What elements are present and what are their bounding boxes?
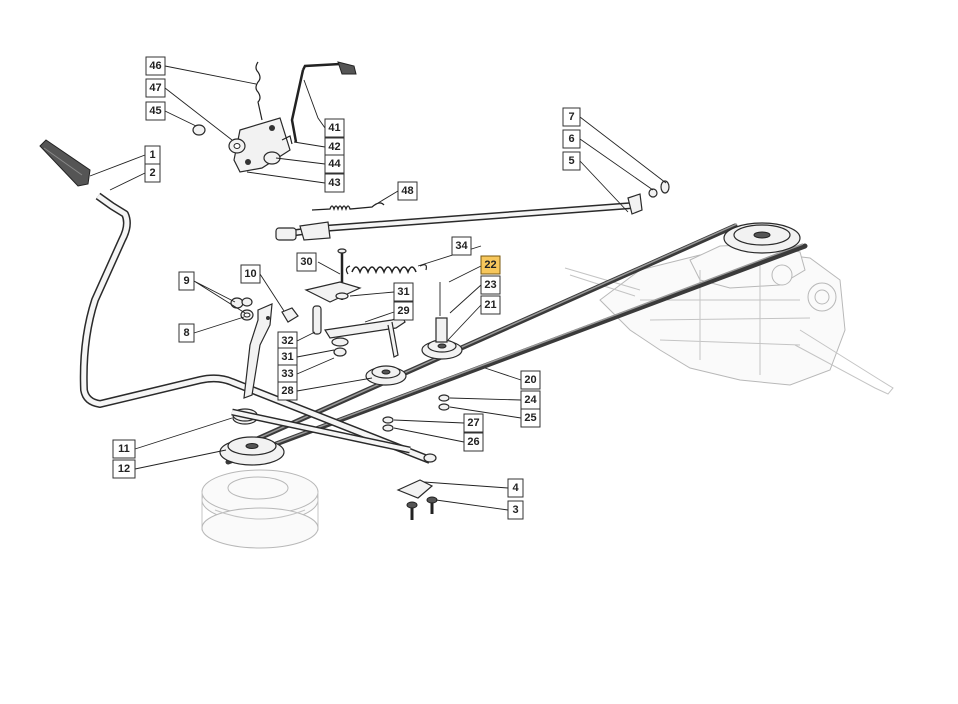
svg-text:43: 43 xyxy=(328,177,340,189)
svg-text:27: 27 xyxy=(467,417,479,429)
callout-48[interactable]: 48 xyxy=(397,181,418,201)
callout-6[interactable]: 6 xyxy=(562,129,581,149)
callout-24[interactable]: 24 xyxy=(520,390,541,410)
svg-text:25: 25 xyxy=(524,412,536,424)
svg-text:7: 7 xyxy=(568,111,574,123)
callout-46[interactable]: 46 xyxy=(145,56,166,76)
callout-2[interactable]: 2 xyxy=(144,163,161,183)
svg-text:30: 30 xyxy=(300,256,312,268)
callout-43[interactable]: 43 xyxy=(324,173,345,193)
svg-text:23: 23 xyxy=(484,279,496,291)
leader-lines xyxy=(89,65,667,511)
idler-bracket xyxy=(324,315,406,358)
svg-text:10: 10 xyxy=(244,268,256,280)
callout-3[interactable]: 3 xyxy=(507,500,524,520)
callout-12[interactable]: 12 xyxy=(112,459,136,479)
callout-7[interactable]: 7 xyxy=(562,107,581,127)
spring-34 xyxy=(345,264,427,275)
callout-34[interactable]: 34 xyxy=(451,236,472,256)
callout-22[interactable]: 22 xyxy=(480,255,501,275)
svg-text:31: 31 xyxy=(281,351,293,363)
link-rod xyxy=(275,180,670,241)
svg-text:2: 2 xyxy=(149,167,155,179)
callout-27[interactable]: 27 xyxy=(463,413,484,433)
svg-text:29: 29 xyxy=(397,305,409,317)
callout-31-lower[interactable]: 31 xyxy=(277,347,298,367)
svg-text:28: 28 xyxy=(281,385,293,397)
callout-30[interactable]: 30 xyxy=(296,252,317,272)
callout-10[interactable]: 10 xyxy=(240,264,261,284)
callout-11[interactable]: 11 xyxy=(112,439,136,459)
svg-text:47: 47 xyxy=(149,82,161,94)
callout-42[interactable]: 42 xyxy=(324,137,345,157)
callout-1[interactable]: 1 xyxy=(144,145,161,165)
brake-pedal xyxy=(39,139,91,187)
callout-29[interactable]: 29 xyxy=(393,301,414,321)
idler-pulley-21 xyxy=(421,282,463,360)
svg-text:34: 34 xyxy=(455,240,468,252)
svg-text:1: 1 xyxy=(149,149,155,161)
callout-33[interactable]: 33 xyxy=(277,364,298,384)
svg-text:32: 32 xyxy=(281,335,293,347)
callout-44[interactable]: 44 xyxy=(324,154,345,174)
callout-21[interactable]: 21 xyxy=(480,295,501,315)
callout-23[interactable]: 23 xyxy=(480,275,501,295)
clutch-ghost xyxy=(201,469,319,549)
callout-45[interactable]: 45 xyxy=(145,101,166,121)
svg-text:20: 20 xyxy=(524,374,536,386)
bolt-30 xyxy=(304,248,362,303)
callout-25[interactable]: 25 xyxy=(520,408,541,428)
callout-4[interactable]: 4 xyxy=(507,478,524,498)
callout-32[interactable]: 32 xyxy=(277,331,298,351)
svg-text:11: 11 xyxy=(118,443,130,455)
callout-5[interactable]: 5 xyxy=(562,151,581,171)
svg-text:22: 22 xyxy=(484,259,496,271)
svg-text:6: 6 xyxy=(568,133,574,145)
svg-text:44: 44 xyxy=(328,158,341,170)
spring-48 xyxy=(311,202,385,212)
callout-20[interactable]: 20 xyxy=(520,370,541,390)
svg-text:9: 9 xyxy=(183,275,189,287)
lift-arm xyxy=(243,303,273,399)
svg-text:8: 8 xyxy=(183,327,189,339)
callout-28[interactable]: 28 xyxy=(277,381,298,401)
svg-text:48: 48 xyxy=(401,185,413,197)
callout-47[interactable]: 47 xyxy=(145,78,166,98)
svg-text:5: 5 xyxy=(568,155,574,167)
svg-text:4: 4 xyxy=(512,482,519,494)
svg-text:33: 33 xyxy=(281,368,293,380)
svg-text:12: 12 xyxy=(118,463,130,475)
svg-text:24: 24 xyxy=(524,394,537,406)
idler-pulley-28 xyxy=(365,365,407,386)
callout-9[interactable]: 9 xyxy=(178,271,195,291)
callout-26[interactable]: 26 xyxy=(463,432,484,452)
lever-assembly xyxy=(192,61,357,173)
svg-text:3: 3 xyxy=(512,504,518,516)
svg-text:46: 46 xyxy=(149,60,161,72)
svg-text:31: 31 xyxy=(397,286,409,298)
callout-8[interactable]: 8 xyxy=(178,323,195,343)
svg-text:26: 26 xyxy=(467,436,479,448)
svg-text:41: 41 xyxy=(328,122,340,134)
callout-31-upper[interactable]: 31 xyxy=(393,282,414,302)
callout-41[interactable]: 41 xyxy=(324,118,345,138)
svg-text:45: 45 xyxy=(149,105,161,117)
small-hardware xyxy=(230,297,450,520)
frame-rod xyxy=(231,408,411,454)
svg-text:42: 42 xyxy=(328,141,340,153)
pedal-shaft xyxy=(79,192,437,464)
svg-text:21: 21 xyxy=(484,299,496,311)
transmission-pulley xyxy=(723,222,801,254)
